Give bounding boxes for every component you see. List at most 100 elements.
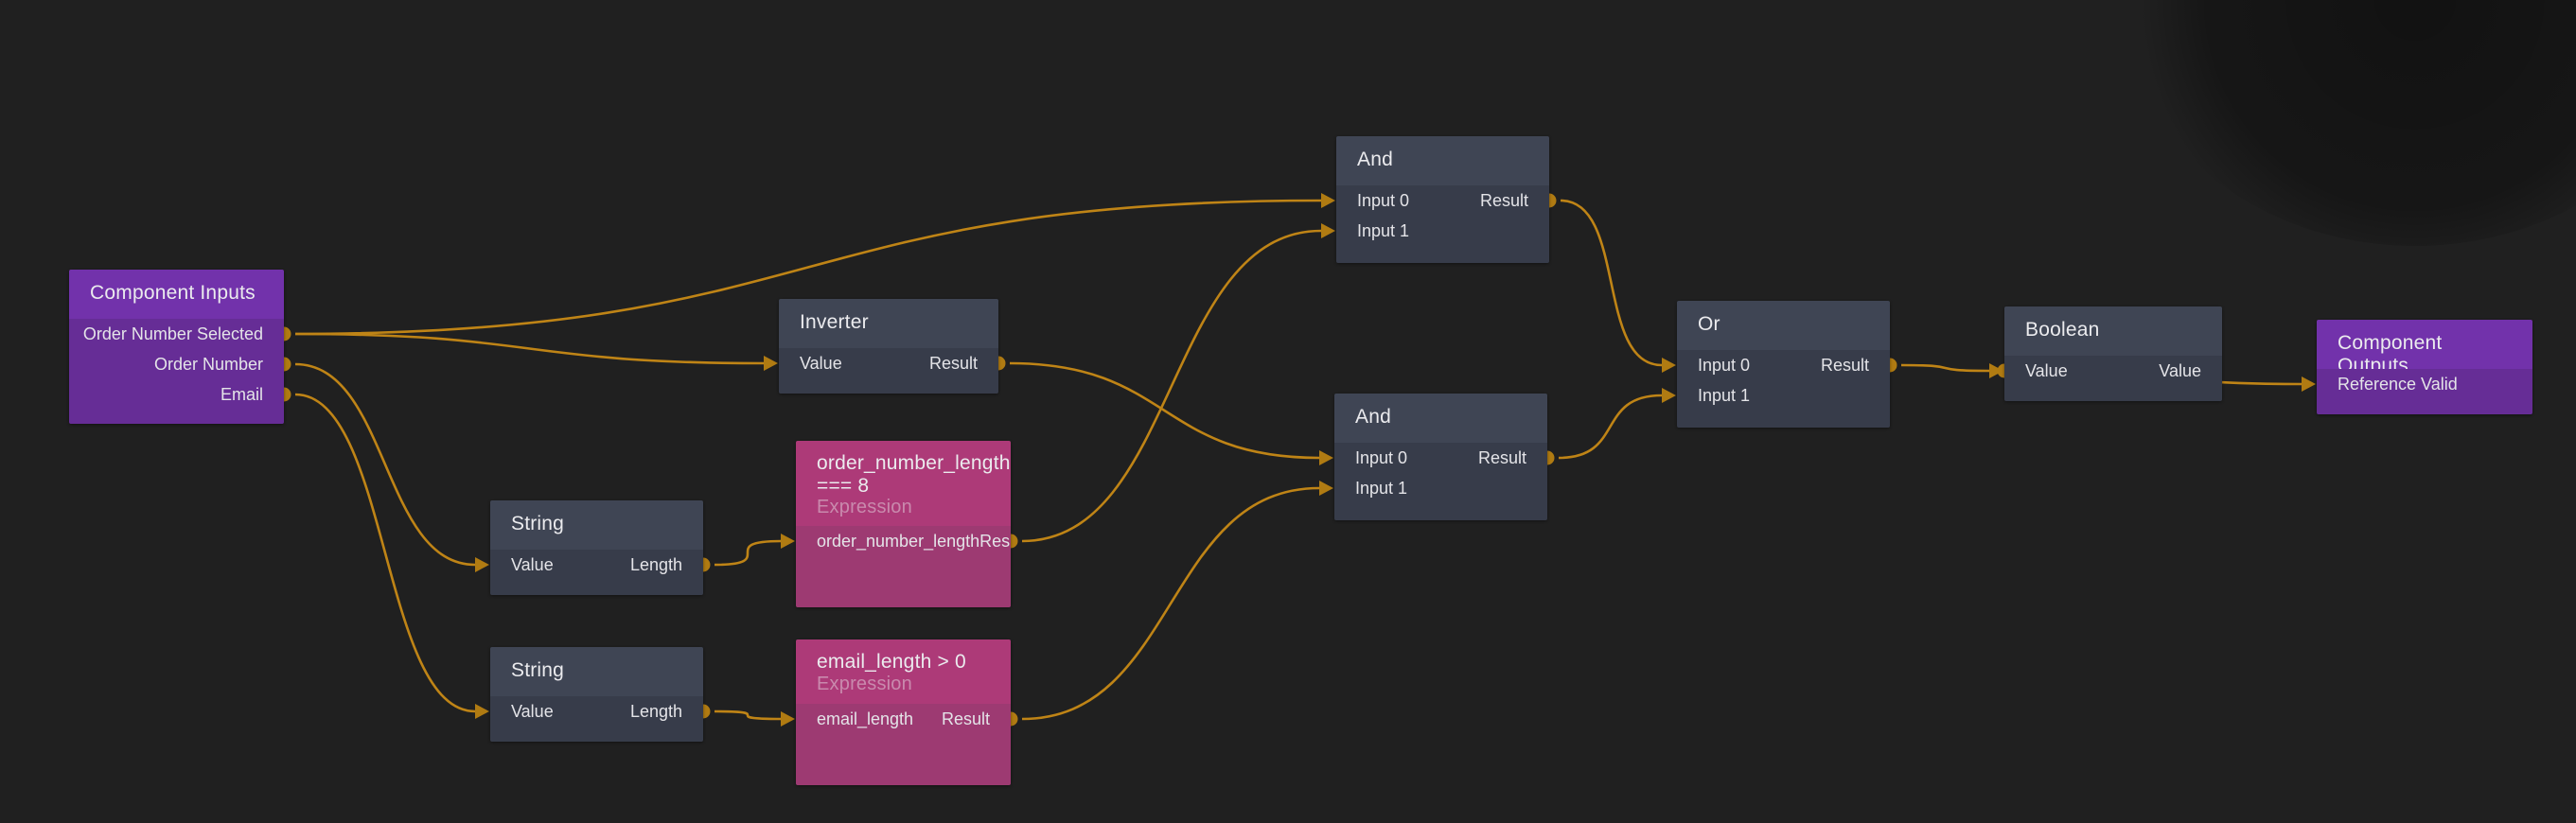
input-connector-arrow[interactable]: [1662, 388, 1676, 403]
wire-component-inputs-order-number-to-string-order-number-value: [294, 362, 476, 567]
node-body-string-order-number: Value Length: [490, 550, 703, 595]
port-row: Input 1: [1334, 473, 1547, 503]
output-port-result[interactable]: Result: [1820, 355, 1869, 375]
input-port-input-0[interactable]: Input 0: [1355, 447, 1408, 467]
input-port-value[interactable]: Value: [511, 554, 554, 574]
wire-string-order-number-length-to-expr-order-number-length-order-number-length: [714, 539, 782, 567]
wires: [294, 199, 2303, 721]
input-port-order-number-length[interactable]: order_number_length: [817, 531, 980, 551]
input-port-value[interactable]: Value: [511, 701, 554, 721]
port-row: Input 1: [1336, 216, 1549, 246]
node-title-or: Or: [1677, 301, 1890, 350]
output-port-result[interactable]: Result: [979, 531, 1011, 551]
input-connector-arrow[interactable]: [1319, 481, 1333, 496]
background-vignette: [2122, 0, 2576, 246]
port-row: Email: [69, 379, 284, 410]
node-body-boolean: Value Value: [2004, 356, 2222, 401]
node-title-boolean: Boolean: [2004, 306, 2222, 356]
output-port-result[interactable]: Result: [1479, 190, 1528, 210]
input-connector-arrow[interactable]: [781, 534, 795, 549]
node-title-component-outputs: Component Outputs: [2317, 320, 2532, 376]
input-connector-arrow[interactable]: [1321, 193, 1335, 208]
output-port-length[interactable]: Length: [629, 554, 682, 574]
input-port-value[interactable]: Value: [2025, 360, 2068, 380]
port-row: Order Number Selected: [69, 319, 284, 349]
input-connector-arrow[interactable]: [1662, 358, 1676, 373]
node-body-component-outputs: Reference Valid: [2317, 369, 2532, 414]
wire-component-inputs-email-to-string-email-value: [294, 393, 476, 713]
wire-and-bottom-result-to-or-input-1: [1558, 394, 1663, 460]
port-row: Value Value: [2004, 356, 2222, 386]
wire-expr-order-number-length-result-to-and-top-input-1: [1021, 229, 1322, 543]
input-port-email-length[interactable]: email_length: [817, 709, 914, 728]
node-subtitle-expr-order-number-length: Expression: [817, 497, 912, 518]
port-row: Input 0 Result: [1334, 443, 1547, 473]
port-row: Value Length: [490, 550, 703, 580]
node-title-string-order-number: String: [490, 500, 703, 550]
output-port-length[interactable]: Length: [629, 701, 682, 721]
input-connector-arrow[interactable]: [1319, 450, 1333, 465]
output-port-result[interactable]: Result: [928, 353, 978, 373]
node-subtitle-expr-email-length: Expression: [817, 673, 912, 694]
input-port-reference-valid[interactable]: Reference Valid: [2338, 374, 2458, 394]
port-row: Value Length: [490, 696, 703, 727]
port-row: email_length Result: [796, 704, 1011, 734]
output-port-email[interactable]: Email: [220, 384, 263, 404]
input-connector-arrow[interactable]: [781, 711, 795, 727]
port-row: Value Result: [779, 348, 998, 378]
input-port-input-0[interactable]: Input 0: [1698, 355, 1751, 375]
input-port-value[interactable]: Value: [800, 353, 842, 373]
output-port-result[interactable]: Result: [1477, 447, 1526, 467]
input-connector-arrow[interactable]: [764, 356, 778, 371]
wire-string-email-length-to-expr-email-length-email-length: [714, 709, 782, 721]
input-connector-arrow[interactable]: [475, 704, 489, 719]
input-port-input-1[interactable]: Input 1: [1698, 385, 1751, 405]
input-port-input-1[interactable]: Input 1: [1357, 220, 1410, 240]
wire-expr-email-length-result-to-and-bottom-input-1: [1021, 486, 1320, 721]
wire-component-inputs-order-number-selected-to-inverter-value: [294, 332, 765, 365]
node-title-inverter: Inverter: [779, 299, 998, 348]
port-row: Input 1: [1677, 380, 1890, 411]
output-port-result[interactable]: Result: [941, 709, 990, 728]
input-connector-arrow[interactable]: [1321, 223, 1335, 238]
port-row: Input 0 Result: [1336, 185, 1549, 216]
input-port-input-0[interactable]: Input 0: [1357, 190, 1410, 210]
node-body-inverter: Value Result: [779, 348, 998, 394]
node-body-string-email: Value Length: [490, 696, 703, 742]
input-connector-arrow[interactable]: [2302, 376, 2316, 392]
input-port-input-1[interactable]: Input 1: [1355, 478, 1408, 498]
input-connector-arrow[interactable]: [475, 557, 489, 572]
port-row: Reference Valid: [2317, 369, 2532, 399]
node-body-expr-email-length: email_length Result: [796, 704, 1011, 785]
wire-or-result-to-boolean-value: [1900, 363, 1990, 373]
wire-inverter-result-to-and-bottom-input-0: [1009, 361, 1320, 460]
output-port-order-number-selected[interactable]: Order Number Selected: [82, 324, 263, 343]
output-port-value[interactable]: Value: [2159, 360, 2201, 380]
wire-and-top-result-to-or-input-0: [1560, 199, 1663, 367]
input-connector-arrow[interactable]: [1989, 363, 2003, 378]
node-title-and-top: And: [1336, 136, 1549, 185]
output-port-order-number[interactable]: Order Number: [153, 354, 263, 374]
node-title-and-bottom: And: [1334, 394, 1547, 443]
